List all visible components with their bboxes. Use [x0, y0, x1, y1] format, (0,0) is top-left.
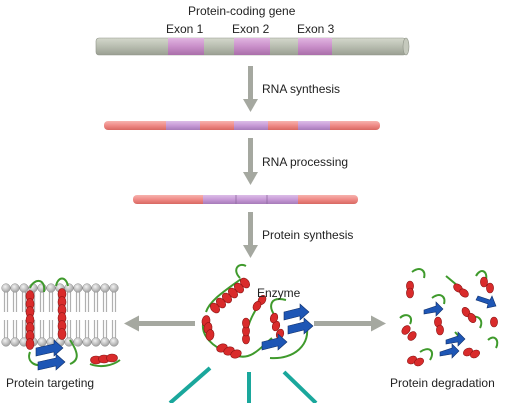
- lipid-head: [100, 337, 110, 347]
- lipid-tail: [21, 292, 27, 312]
- lipid-tail: [39, 320, 45, 338]
- gene-title: Protein-coding gene: [188, 4, 296, 18]
- lipid-tail: [111, 292, 117, 312]
- targeted-protein-icon: [25, 277, 121, 371]
- protein-targeting-label: Protein targeting: [6, 376, 95, 390]
- mrna-bar: [133, 195, 358, 204]
- lipid-tail: [48, 292, 54, 312]
- lipid-head: [82, 283, 92, 293]
- arrow-to-targeting: [124, 315, 195, 332]
- lipid-tail: [3, 292, 9, 312]
- arrow-to-degradation: [314, 315, 386, 332]
- lipid-head: [109, 283, 119, 293]
- lipid-head: [46, 283, 56, 293]
- lipid-head: [109, 337, 119, 347]
- lipid-tail: [75, 320, 81, 338]
- lipid-tail: [66, 292, 72, 312]
- lipid-tail: [12, 320, 18, 338]
- protein-degradation-label: Protein degradation: [390, 376, 495, 390]
- exon-2-segment: [234, 38, 270, 55]
- lipid-head: [64, 283, 74, 293]
- lipid-tail: [12, 292, 18, 312]
- exon-3-segment: [298, 38, 332, 55]
- exon-1-segment: [168, 38, 204, 55]
- lipid-head: [100, 283, 110, 293]
- lipid-tail: [93, 292, 99, 312]
- step-rna-processing: RNA processing: [262, 155, 349, 169]
- lipid-tail: [75, 292, 81, 312]
- exon-3-label: Exon 3: [297, 22, 335, 36]
- lipid-head: [1, 283, 11, 293]
- lipid-head: [10, 337, 20, 347]
- arrow-rna-synthesis: [243, 66, 258, 112]
- enzyme-label: Enzyme: [257, 286, 301, 300]
- lipid-head: [1, 337, 11, 347]
- lipid-head: [64, 337, 74, 347]
- lipid-tail: [48, 320, 54, 338]
- branch-lines: [168, 366, 318, 405]
- lipid-head: [37, 337, 47, 347]
- lipid-tail: [102, 292, 108, 312]
- arrow-rna-processing: [243, 138, 258, 185]
- arrow-protein-synthesis: [243, 212, 258, 258]
- lipid-tail: [93, 320, 99, 338]
- lipid-head: [19, 283, 29, 293]
- lipid-head: [82, 337, 92, 347]
- lipid-head: [10, 283, 20, 293]
- lipid-tail: [102, 320, 108, 338]
- lipid-tail: [84, 320, 90, 338]
- lipid-head: [73, 283, 83, 293]
- lipid-head: [91, 283, 101, 293]
- lipid-tail: [21, 320, 27, 338]
- step-rna-synthesis: RNA synthesis: [262, 82, 341, 96]
- gene-bar: [95, 37, 410, 56]
- lipid-tail: [84, 292, 90, 312]
- lipid-tail: [111, 320, 117, 338]
- step-protein-synthesis: Protein synthesis: [262, 228, 354, 242]
- pre-mrna-bar: [104, 121, 380, 130]
- exon-2-label: Exon 2: [232, 22, 270, 36]
- lipid-head: [91, 337, 101, 347]
- lipid-tail: [39, 292, 45, 312]
- exon-1-label: Exon 1: [166, 22, 204, 36]
- protein-fragments-icon: [399, 268, 499, 367]
- lipid-tail: [66, 320, 72, 338]
- lipid-tail: [3, 320, 9, 338]
- lipid-head: [73, 337, 83, 347]
- enzyme-protein-icon: [201, 264, 314, 360]
